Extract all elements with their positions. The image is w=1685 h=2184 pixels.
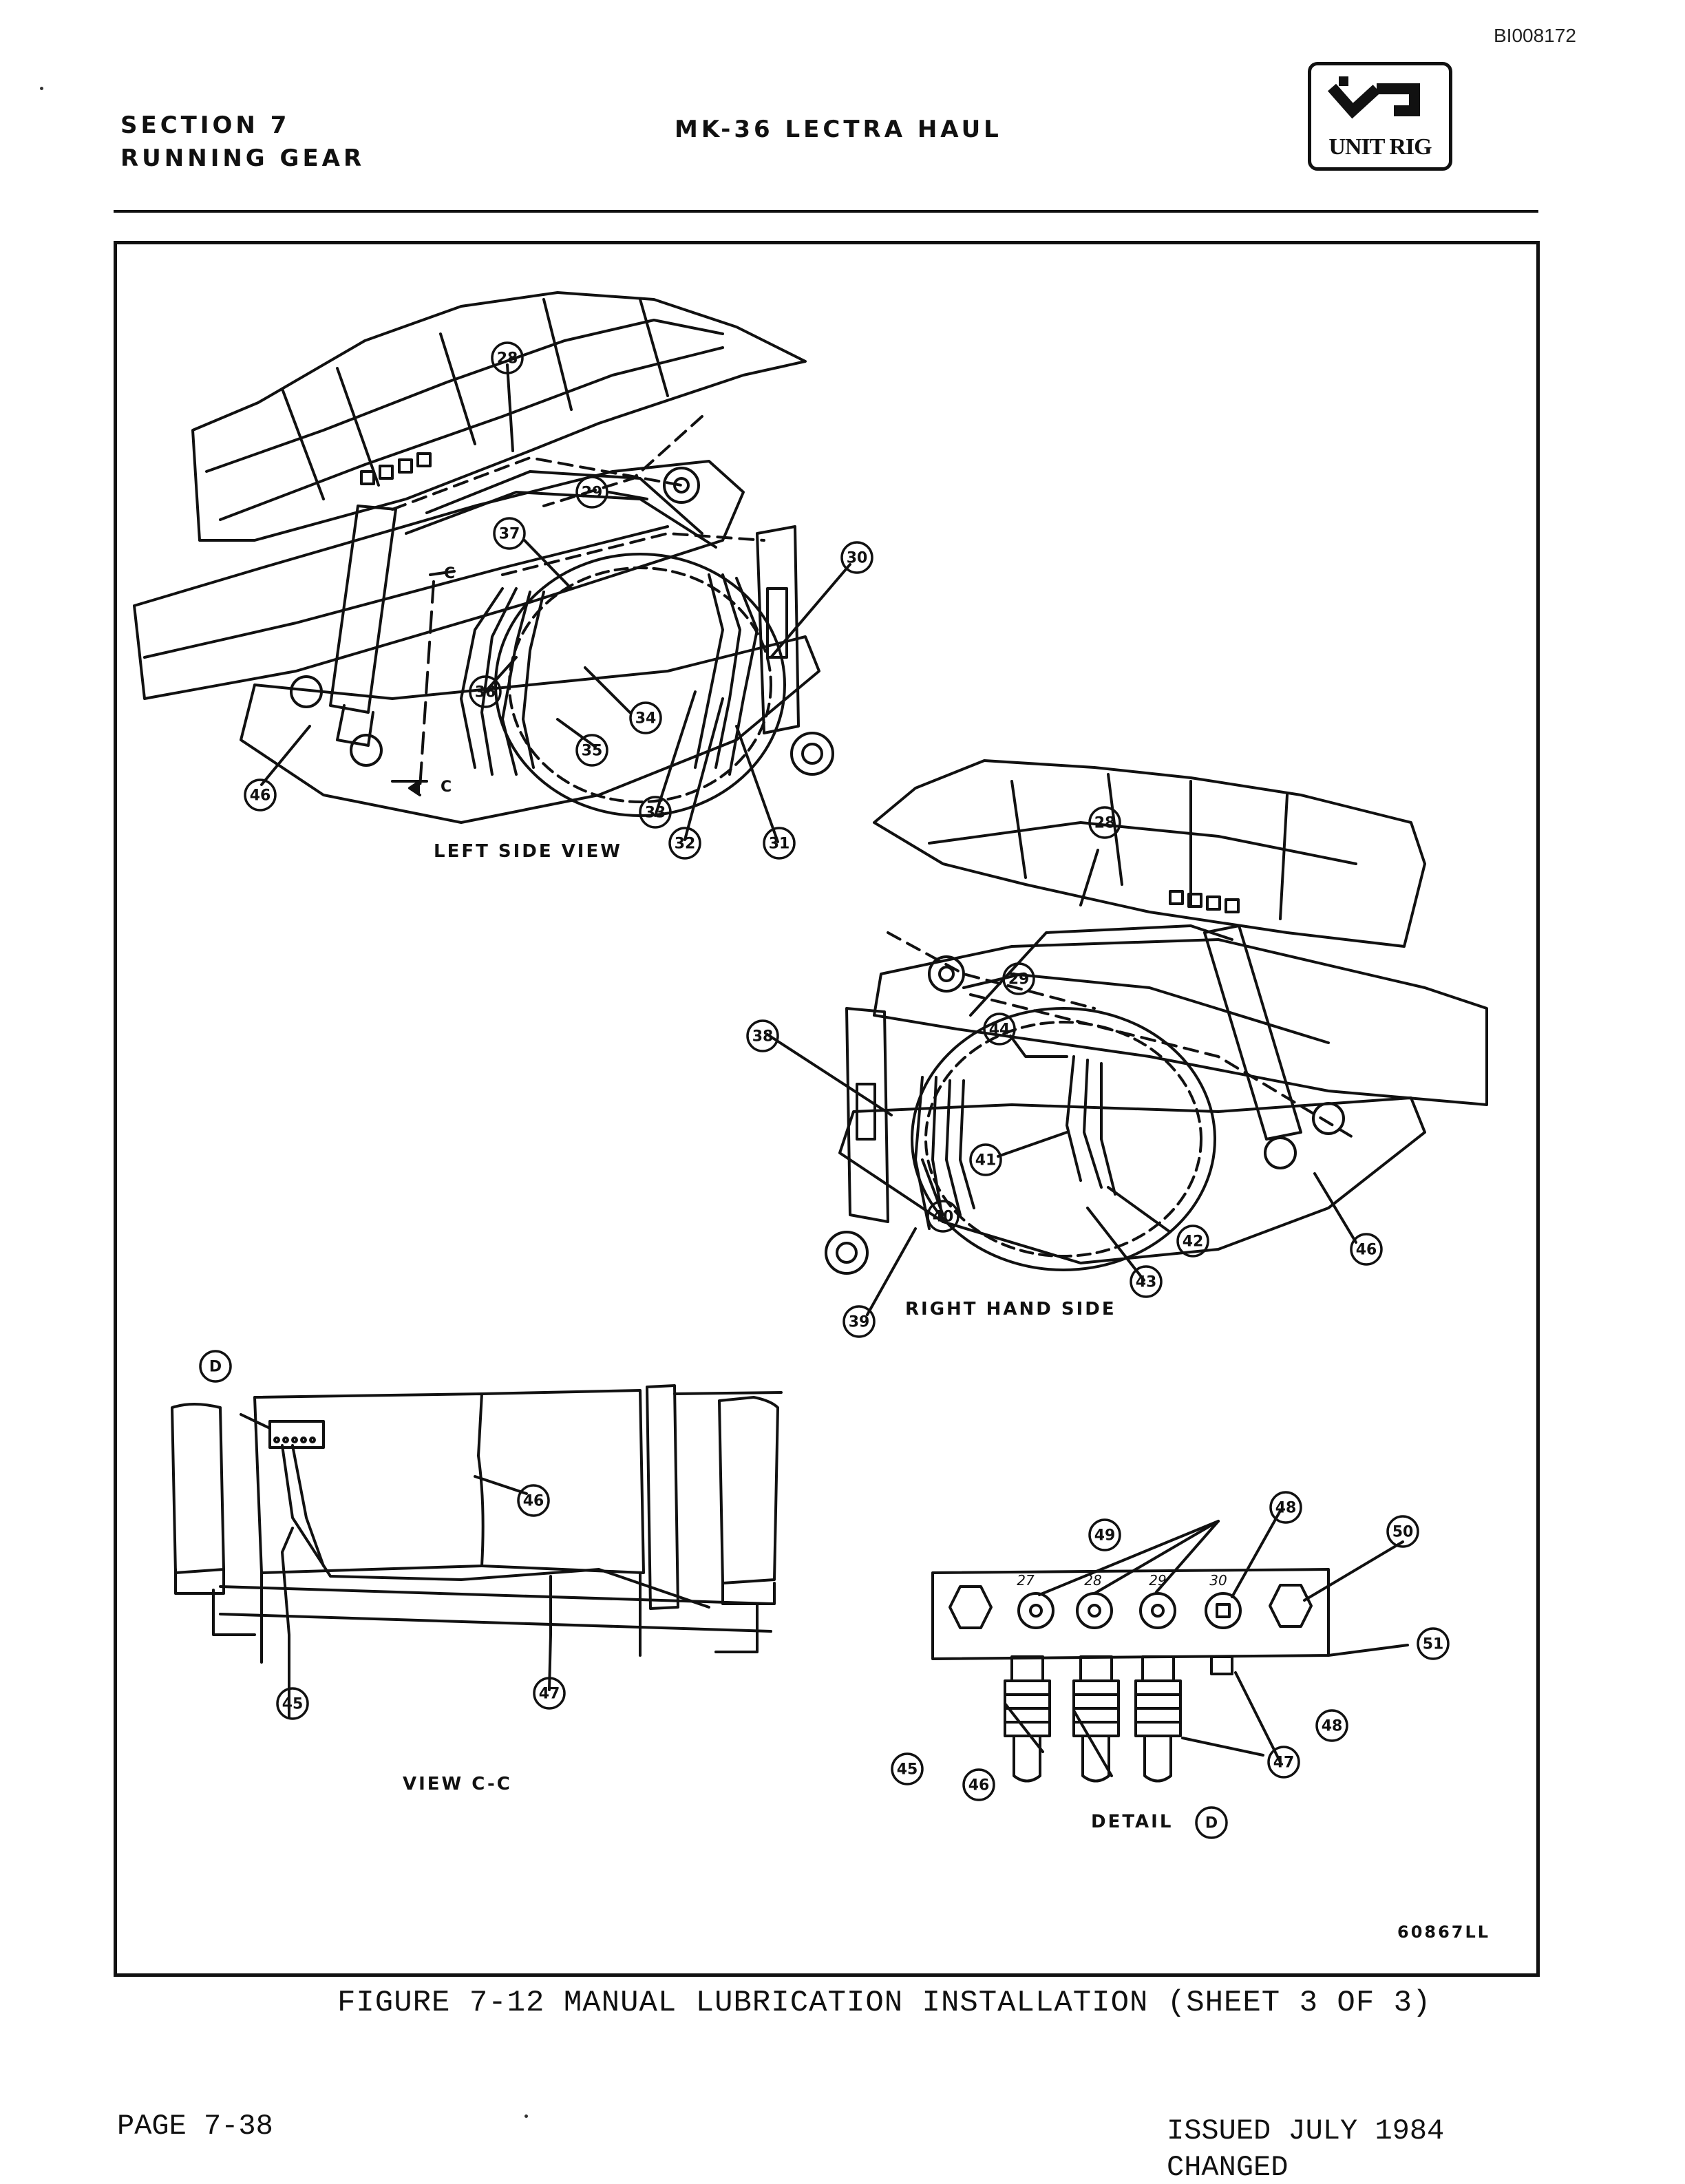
callout-left-32: 32 <box>675 836 696 853</box>
section-number: SECTION 7 <box>120 112 290 139</box>
drawing-number: 60867LL <box>1397 1922 1490 1942</box>
right-side-view-drawing <box>766 759 1488 1316</box>
view-cc-drawing <box>171 1384 783 1719</box>
callout-right-44: 44 <box>989 1021 1010 1039</box>
left-side-view-label: LEFT SIDE VIEW <box>434 841 622 862</box>
callout-cc-d: D <box>209 1359 222 1376</box>
issued-date: ISSUED JULY 1984 <box>1167 2114 1445 2148</box>
right-hand-side-label: RIGHT HAND SIDE <box>905 1299 1116 1319</box>
unit-rig-logo: UNIT RIG <box>1308 62 1452 171</box>
document-id: BI008172 <box>1494 25 1576 46</box>
figure-frame <box>114 241 1540 1977</box>
manual-title: MK-36 LECTRA HAUL <box>675 116 1002 143</box>
left-side-view-drawing <box>133 291 851 843</box>
speck <box>524 2114 528 2118</box>
callout-left-30: 30 <box>847 550 868 567</box>
callout-detail-45: 45 <box>897 1761 918 1779</box>
changed-label: CHANGED <box>1167 2151 1289 2184</box>
figure-caption: FIGURE 7-12 MANUAL LUBRICATION INSTALLAT… <box>337 1986 1432 2020</box>
port-number-29: 29 <box>1149 1572 1166 1589</box>
callout-right-41: 41 <box>975 1152 997 1169</box>
callout-cc-45: 45 <box>282 1696 304 1713</box>
callout-detail-51: 51 <box>1423 1636 1444 1653</box>
callout-right-28: 28 <box>1094 815 1116 832</box>
logo-mark-icon <box>1328 76 1420 119</box>
detail-letter-bubble: D <box>1205 1815 1218 1832</box>
callout-left-46: 46 <box>250 787 271 805</box>
page-number: PAGE 7-38 <box>117 2110 273 2143</box>
callout-bubbles <box>199 341 1450 1839</box>
header-rule <box>114 210 1538 213</box>
callout-detail-49: 49 <box>1094 1527 1116 1545</box>
callout-detail-46: 46 <box>968 1777 990 1794</box>
callout-cc-47: 47 <box>539 1686 560 1703</box>
callout-detail-48-top: 48 <box>1275 1500 1297 1517</box>
section-marker-bottom: C <box>441 778 454 796</box>
port-number-30: 30 <box>1209 1572 1227 1589</box>
port-number-28: 28 <box>1084 1572 1101 1589</box>
callout-left-34: 34 <box>635 710 657 728</box>
callout-right-39: 39 <box>849 1314 870 1331</box>
detail-label: DETAIL <box>1091 1812 1173 1832</box>
callout-right-38: 38 <box>752 1028 774 1046</box>
callout-left-35: 35 <box>582 743 603 760</box>
callout-right-40: 40 <box>933 1209 954 1226</box>
callout-left-37: 37 <box>499 526 520 543</box>
callout-left-29: 29 <box>582 485 603 502</box>
callout-right-42: 42 <box>1183 1233 1204 1251</box>
section-name: RUNNING GEAR <box>120 145 365 172</box>
callout-left-36: 36 <box>475 684 496 701</box>
figure-drawing: 28 29 30 37 36 34 35 33 32 31 46 28 29 4… <box>133 291 1490 1942</box>
detail-d-drawing <box>931 1509 1409 1783</box>
view-cc-label: VIEW C-C <box>403 1774 512 1794</box>
callout-detail-47: 47 <box>1273 1754 1295 1772</box>
port-number-27: 27 <box>1017 1572 1035 1589</box>
callout-detail-48-bottom: 48 <box>1322 1718 1343 1735</box>
section-marker-top: C <box>444 565 457 582</box>
callout-cc-46: 46 <box>523 1493 544 1510</box>
callout-right-29: 29 <box>1008 971 1030 988</box>
speck <box>40 87 43 90</box>
callout-left-31: 31 <box>769 836 790 853</box>
logo-text: UNIT RIG <box>1328 134 1432 160</box>
callout-right-43: 43 <box>1136 1274 1157 1291</box>
callout-right-46: 46 <box>1356 1242 1377 1259</box>
callout-detail-50: 50 <box>1392 1524 1414 1541</box>
callout-left-33: 33 <box>645 805 666 822</box>
callout-left-28: 28 <box>497 350 518 368</box>
